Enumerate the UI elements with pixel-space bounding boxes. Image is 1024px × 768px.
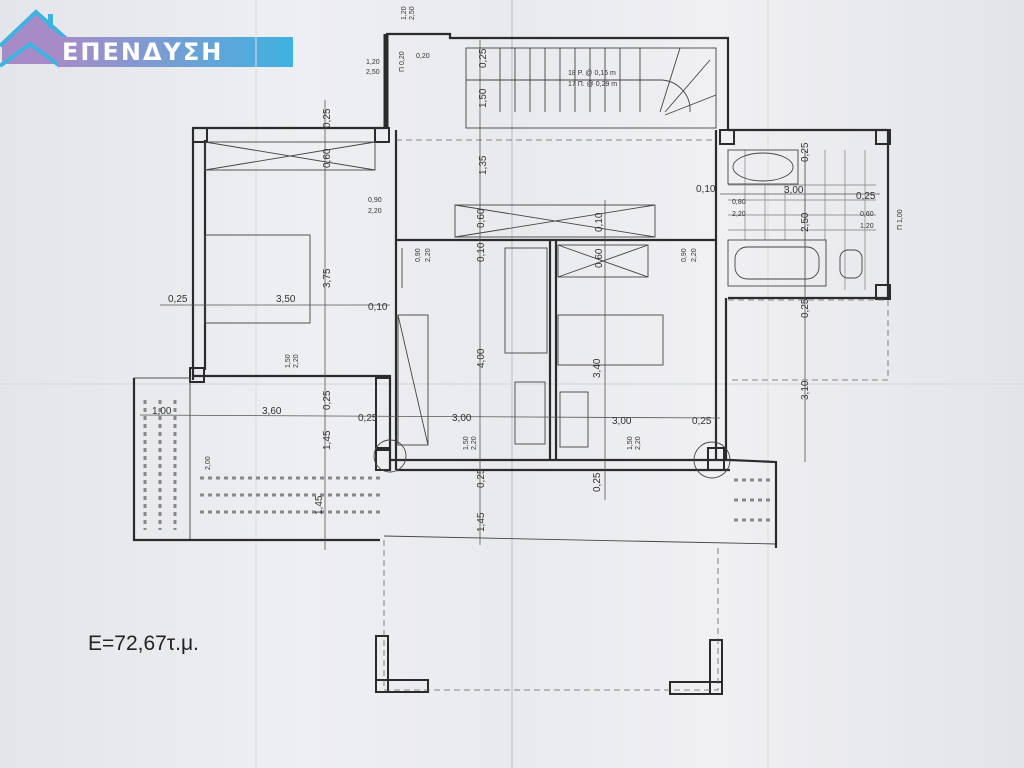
- dim-label: 3,00: [612, 416, 632, 427]
- dim-label: 1,45: [476, 512, 487, 532]
- dim-label: 1,20: [401, 6, 408, 20]
- dim-label: 0,25: [856, 191, 876, 202]
- dim-label: 2,00: [205, 456, 212, 470]
- logo: ΕΠΕΝΔΥΣΗ: [0, 4, 300, 68]
- dim-label: 3,40: [592, 358, 603, 378]
- dim-label: 3,00: [784, 185, 804, 196]
- staircase: 18 P. @ 0,16 m 17 Π. @ 0,29 m: [465, 47, 717, 129]
- dim-label: 0,10: [696, 184, 716, 195]
- dim-label: 2,20: [425, 248, 432, 262]
- dim-label: 3,60: [262, 406, 282, 417]
- dim-label: 1,50: [285, 354, 292, 368]
- dim-label: 2,50: [800, 212, 811, 232]
- dim-label: 0,10: [476, 242, 487, 262]
- dim-label: 1,20: [366, 59, 380, 66]
- dim-label: 0,60: [860, 211, 874, 218]
- logo-text: ΕΠΕΝΔΥΣΗ: [62, 38, 224, 66]
- dim-label: 0,90: [368, 197, 382, 204]
- dim-label: 1,50: [627, 436, 634, 450]
- dim-label: 1,20: [860, 223, 874, 230]
- dim-label: 0,25: [168, 294, 188, 305]
- dim-label: 0,90: [415, 248, 422, 262]
- dim-label: 0,25: [358, 413, 378, 424]
- dim-label: 2,20: [635, 436, 642, 450]
- stairs-risers-label: 18 P. @ 0,16 m: [568, 70, 616, 77]
- dim-label: 0,25: [476, 468, 487, 488]
- stairs-treads-label: 17 Π. @ 0,29 m: [568, 81, 617, 88]
- dim-label: 0,10: [368, 302, 388, 313]
- dim-label: 2,50: [409, 6, 416, 20]
- dimension-lines: [139, 40, 880, 550]
- dim-label: 0,25: [322, 390, 333, 410]
- area-label: E=72,67τ.μ.: [88, 632, 199, 655]
- dim-label: 0,25: [322, 108, 333, 128]
- dim-label: 1,45: [314, 495, 325, 515]
- dim-label: 2,20: [293, 354, 300, 368]
- dimension-labels: 1,20 2,50 1,20 2,50 0,20 Π 0,20 0,25 1,5…: [152, 6, 904, 532]
- dim-label: 1,35: [478, 155, 489, 175]
- dim-label: 2,50: [366, 69, 380, 76]
- dim-label: 1,50: [478, 88, 489, 108]
- dim-label: 4,00: [476, 348, 487, 368]
- dim-label: 0,25: [800, 142, 811, 162]
- dim-label: 3,75: [322, 268, 333, 288]
- dim-label: 1,00: [152, 406, 172, 417]
- dim-label: 0,10: [594, 212, 605, 232]
- dim-label: 3,00: [452, 413, 472, 424]
- dim-label: 3,50: [276, 294, 296, 305]
- dim-label: 0,60: [322, 148, 333, 168]
- dim-label: 3,10: [800, 380, 811, 400]
- dim-label: 0,90: [681, 248, 688, 262]
- dim-label: 1,50: [463, 436, 470, 450]
- dim-label: 2,20: [471, 436, 478, 450]
- wardrobes: [204, 141, 863, 448]
- dim-label: 0,60: [476, 208, 487, 228]
- dim-label: 0,80: [732, 199, 746, 206]
- dim-label: 2,20: [691, 248, 698, 262]
- dim-label: 2,20: [368, 208, 382, 215]
- dim-label: 0,25: [478, 48, 489, 68]
- dim-label: 0,25: [800, 298, 811, 318]
- house-logo-icon: [0, 9, 70, 68]
- dim-label: 1,45: [322, 430, 333, 450]
- dim-label: 0,60: [594, 248, 605, 268]
- walls: [189, 32, 891, 695]
- dim-label: 0,25: [592, 472, 603, 492]
- dim-label: 2,20: [732, 211, 746, 218]
- dim-label: Π 1,00: [897, 209, 904, 230]
- terrace: [132, 139, 889, 691]
- dim-label: 0,25: [692, 416, 712, 427]
- dim-label: Π 0,20: [399, 51, 406, 72]
- dim-label: 0,20: [416, 53, 430, 60]
